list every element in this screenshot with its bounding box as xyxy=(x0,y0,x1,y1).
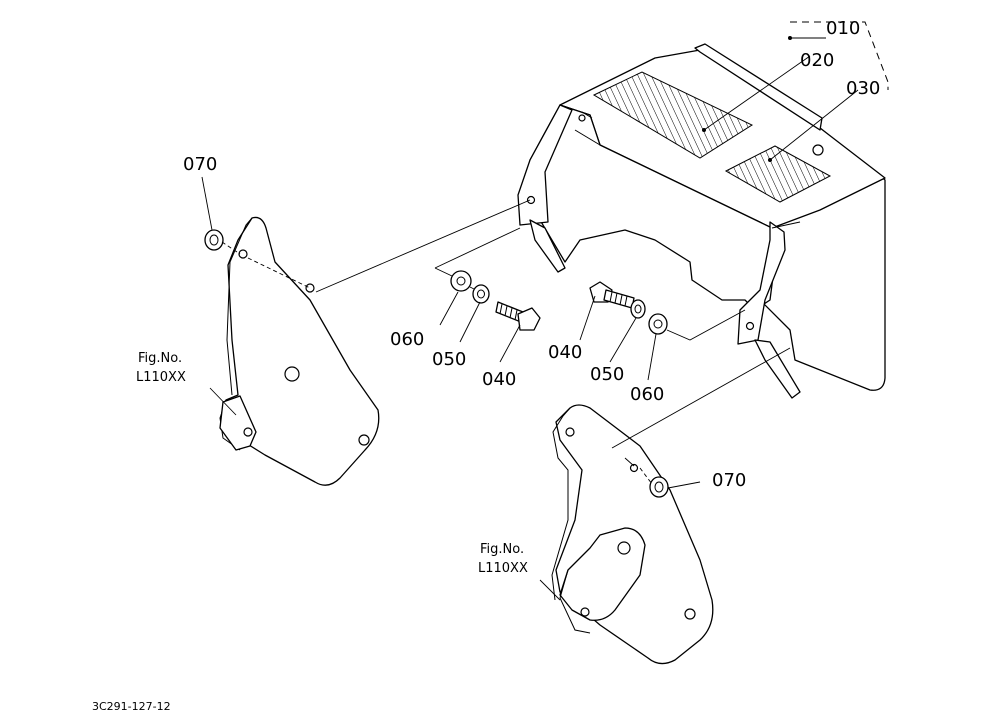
nut-070-right xyxy=(649,476,669,498)
callout-030: 030 xyxy=(846,78,880,99)
washer-060-left xyxy=(450,270,472,292)
callout-010: 010 xyxy=(826,18,860,39)
callout-070-left: 070 xyxy=(183,154,217,175)
group-bracket-010 xyxy=(790,21,889,90)
drawing-code: 3C291-127-12 xyxy=(92,700,171,713)
callout-050-left: 050 xyxy=(432,349,466,370)
washer-050-left xyxy=(472,284,490,304)
right-bracket-part xyxy=(551,404,714,665)
bolt-040-left xyxy=(495,301,541,331)
cover-part xyxy=(517,43,886,399)
nut-070-left xyxy=(204,229,224,251)
callout-020: 020 xyxy=(800,50,834,71)
callout-050-right: 050 xyxy=(590,364,624,385)
fig-code-right: L110XX xyxy=(478,561,528,576)
callout-060-left: 060 xyxy=(390,329,424,350)
label-plate-020 xyxy=(592,71,754,159)
washer-060-right xyxy=(648,313,668,335)
callout-040-left: 040 xyxy=(482,369,516,390)
fig-code-left: L110XX xyxy=(136,370,186,385)
callout-040-right: 040 xyxy=(548,342,582,363)
fig-no-right: Fig.No. xyxy=(480,542,524,557)
washer-050-right xyxy=(630,299,646,319)
label-plate-030 xyxy=(724,145,832,203)
bolt-040-right xyxy=(589,281,635,309)
callout-060-right: 060 xyxy=(630,384,664,405)
left-bracket-part xyxy=(219,216,380,486)
assembly-lines xyxy=(201,36,859,601)
fig-no-left: Fig.No. xyxy=(138,351,182,366)
callout-070-right: 070 xyxy=(712,470,746,491)
